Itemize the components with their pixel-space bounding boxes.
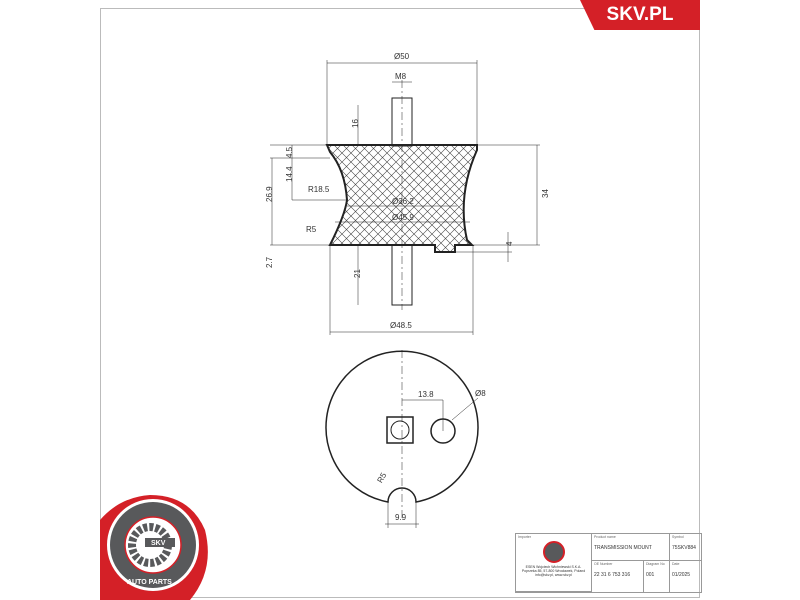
diagram-label: Diagram No xyxy=(646,562,665,566)
side-view-labels: Ø50 M8 16 4.5 14.4 26.9 R18.5 Ø36.2 Ø45.… xyxy=(265,52,550,330)
dim-label: M8 xyxy=(395,72,407,81)
symbol-cell: Symbol 75SKV884 xyxy=(670,534,701,561)
drawing-frame xyxy=(100,8,700,598)
title-block: Importer ESEN Wojciech Wichniewski S.K.A… xyxy=(515,533,702,593)
dim-label: Ø36.2 xyxy=(392,197,414,206)
dim-label: 4.5 xyxy=(285,146,294,158)
dim-label: 2.7 xyxy=(265,256,274,268)
side-view xyxy=(270,60,540,335)
dim-label: 21 xyxy=(353,269,362,278)
dim-label: Ø48.5 xyxy=(390,321,412,330)
bottom-view-labels: 13.8 Ø8 R5 9.9 xyxy=(375,389,486,522)
oe-cell: OE Number 22 31 6 753 316 xyxy=(592,561,644,592)
date-value: 01/2025 xyxy=(672,572,691,578)
product-name: TRANSMISSION MOUNT xyxy=(594,545,652,551)
dim-label: R5 xyxy=(306,225,317,234)
logo-center-text: SKV xyxy=(151,540,166,547)
product-cell: Product name TRANSMISSION MOUNT xyxy=(592,534,670,561)
skv-logo: SKV AUTO PARTS xyxy=(100,495,208,600)
square-nut xyxy=(386,416,414,444)
importer-text: ESEN Wojciech Wichniewski S.K.A. Poprzek… xyxy=(521,565,586,577)
oe-number: 22 31 6 753 316 xyxy=(594,572,631,578)
dim-label: 14.4 xyxy=(285,166,294,182)
dim-label: 9.9 xyxy=(395,513,407,522)
importer-label: Importer xyxy=(518,535,532,539)
dim-label: 16 xyxy=(351,119,360,128)
dim-label: 26.9 xyxy=(265,186,274,202)
dim-label: Ø45.9 xyxy=(392,213,414,222)
dim-label: R18.5 xyxy=(308,185,330,194)
date-cell: Date 01/2025 xyxy=(670,561,701,592)
oe-label: OE Number xyxy=(594,562,613,566)
importer-logo xyxy=(542,541,565,563)
dim-label: Ø50 xyxy=(394,52,410,61)
dim-label: R5 xyxy=(375,471,388,485)
base-outline xyxy=(325,350,479,503)
product-label: Product name xyxy=(594,535,616,539)
stud-top xyxy=(391,97,413,147)
date-label: Date xyxy=(672,562,680,566)
importer-cell: Importer ESEN Wojciech Wichniewski S.K.A… xyxy=(516,534,592,592)
diagram-cell: Diagram No 001 xyxy=(644,561,670,592)
dim-label: 4 xyxy=(505,241,514,246)
bottom-view xyxy=(325,350,479,528)
dim-label: 34 xyxy=(541,189,550,198)
dim-label: 13.8 xyxy=(418,390,434,399)
brand-banner[interactable]: SKV.PL xyxy=(580,0,700,30)
dim-label: Ø8 xyxy=(475,389,486,398)
logo-bottom-text: AUTO PARTS xyxy=(127,579,172,586)
diagram-no: 001 xyxy=(646,572,655,578)
symbol-label: Symbol xyxy=(672,535,684,539)
symbol-value: 75SKV884 xyxy=(672,545,696,551)
